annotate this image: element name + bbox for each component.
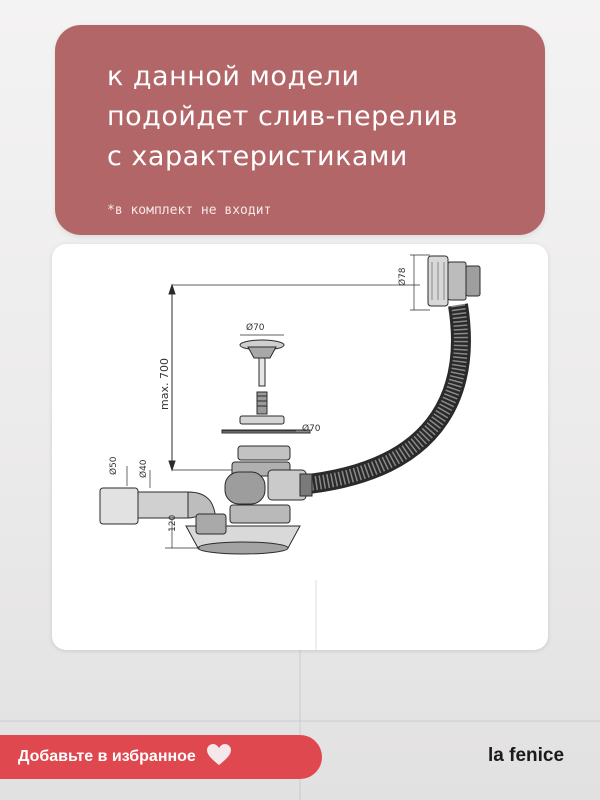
brand-logo: la fenice [488, 745, 565, 766]
add-to-favorites-button[interactable]: Добавьте в избранное [0, 735, 322, 779]
siphon-body [185, 469, 313, 555]
dim-d70-mid: Ø70 [302, 423, 321, 434]
dim-max700: max. 700 [158, 358, 171, 410]
dim-d40: Ø40 [138, 459, 149, 478]
add-to-favorites-label: Добавьте в избранное [18, 748, 196, 765]
overflow-head [427, 255, 481, 307]
outlet-pipe [99, 487, 227, 535]
headline-line-1: к данной модели [107, 61, 360, 92]
technical-drawing-card: Ø78 Ø70 Ø70 max. 700 Ø50 Ø40 120 [52, 244, 548, 650]
banner-note: *в комплект не входит [107, 203, 272, 218]
dim-d78: Ø78 [397, 267, 408, 286]
headline-line-2: подойдет слив-перелив [107, 101, 459, 132]
drain-overflow-drawing: Ø78 Ø70 Ø70 max. 700 Ø50 Ø40 120 [99, 254, 481, 650]
dim-d50: Ø50 [108, 456, 119, 475]
heart-icon [206, 743, 232, 771]
corrugated-hose [298, 303, 471, 495]
headline-line-3: с характеристиками [107, 141, 408, 172]
banner-headline: к данной модели подойдет слив-перелив с … [107, 57, 527, 177]
info-banner: к данной модели подойдет слив-перелив с … [55, 25, 545, 235]
dim-d70-top: Ø70 [246, 322, 265, 333]
drain-flange [221, 415, 311, 477]
stopper-cap [239, 339, 285, 415]
dim-h120: 120 [168, 515, 178, 532]
